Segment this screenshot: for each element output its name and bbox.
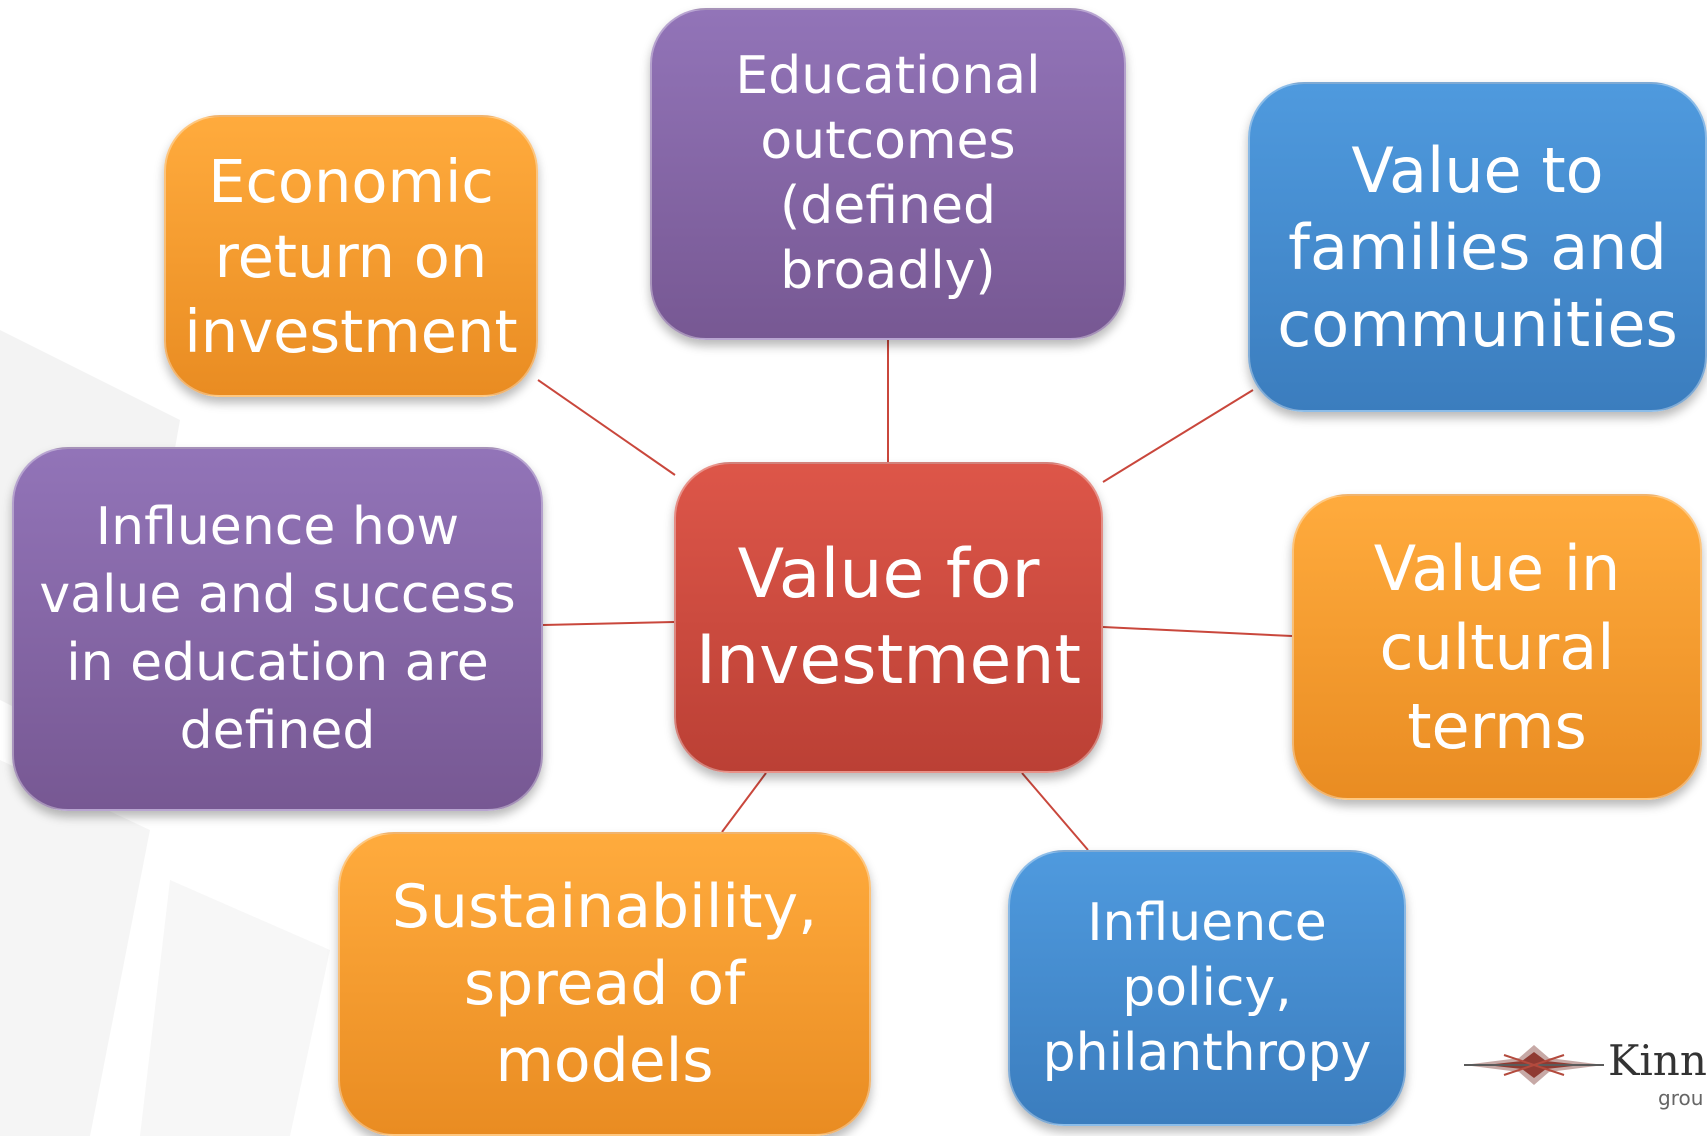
logo-text: Kinn: [1608, 1036, 1707, 1085]
node-sustainability: Sustainability, spread of models: [338, 832, 871, 1136]
node-label: Sustainability, spread of models: [391, 871, 818, 1096]
node-label: Economic return on investment: [184, 146, 518, 366]
connector-economic: [537, 379, 676, 476]
logo-mark-icon: [1464, 1045, 1604, 1085]
center-label: Value for Investment: [695, 534, 1082, 700]
node-label: Value to families and communities: [1277, 133, 1678, 361]
connector-cultural: [1102, 626, 1293, 637]
connector-sustainability: [721, 772, 767, 833]
node-influence-defined: Influence how value and success in educa…: [12, 447, 543, 811]
node-economic-return: Economic return on investment: [164, 115, 538, 397]
connector-influence-defined: [542, 621, 675, 626]
connector-families: [1102, 389, 1254, 483]
company-logo: Kinn grou: [1458, 1028, 1707, 1128]
connector-policy: [1021, 772, 1089, 851]
node-value-families: Value to families and communities: [1248, 82, 1707, 412]
node-educational-outcomes: Educational outcomes (defined broadly): [650, 8, 1126, 340]
node-influence-policy: Influence policy, philanthropy: [1008, 850, 1406, 1126]
node-value-cultural: Value in cultural terms: [1292, 494, 1702, 800]
node-label: Influence policy, philanthropy: [1042, 892, 1372, 1083]
node-center-value-for-investment: Value for Investment: [674, 462, 1103, 773]
node-label: Influence how value and success in educa…: [39, 497, 516, 761]
node-label: Educational outcomes (defined broadly): [735, 46, 1041, 301]
node-label: Value in cultural terms: [1373, 531, 1621, 763]
logo-subtext: grou: [1658, 1086, 1704, 1110]
